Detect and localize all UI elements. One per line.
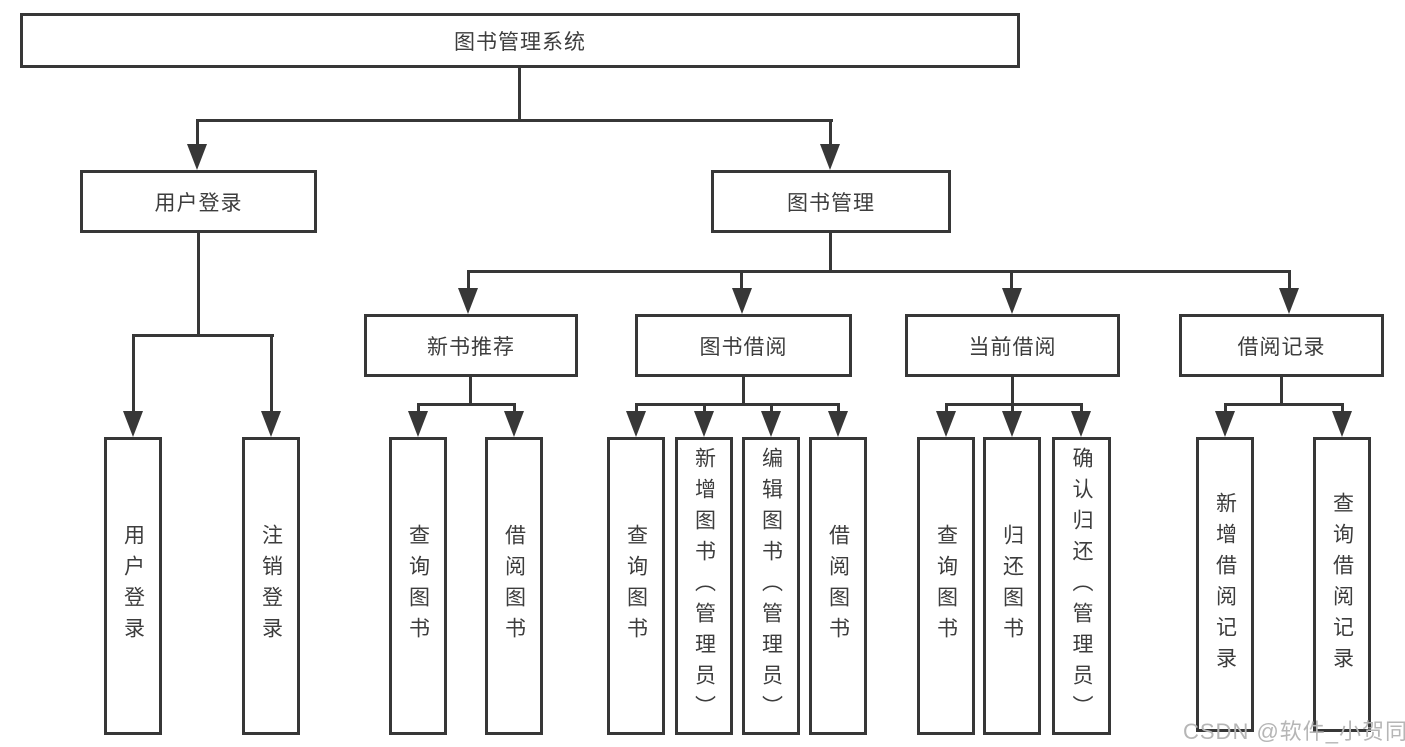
leaf-query-borrow-record: 查询借阅记录: [1313, 437, 1371, 732]
connector-line: [1224, 403, 1344, 406]
leaf-user-login-label: 用户登录: [121, 524, 145, 648]
leaf-add-book-admin: 新增图书（管理员）: [675, 437, 733, 735]
csdn-watermark: CSDN @软件_小贺同学: [1183, 719, 1405, 744]
connector-line: [1224, 403, 1227, 411]
connector-line: [196, 119, 833, 122]
connector-line: [513, 403, 516, 411]
node-current-borrow: 当前借阅: [905, 314, 1120, 377]
connector-line: [837, 403, 840, 411]
node-borrow-record: 借阅记录: [1179, 314, 1384, 377]
connector-line: [1011, 403, 1014, 411]
leaf-query-book-borrow-label: 查询图书: [624, 524, 648, 648]
arrowhead-down-icon: [1002, 288, 1022, 314]
node-new-book-recommend: 新书推荐: [364, 314, 578, 377]
arrowhead-down-icon: [626, 411, 646, 437]
leaf-borrow-book-recommend-label: 借阅图书: [502, 524, 526, 648]
connector-line: [945, 403, 1083, 406]
arrowhead-down-icon: [761, 411, 781, 437]
connector-line: [467, 270, 1291, 273]
leaf-add-borrow-record: 新增借阅记录: [1196, 437, 1254, 732]
connector-line: [829, 233, 832, 273]
connector-line: [132, 334, 135, 411]
connector-line: [1341, 403, 1344, 411]
arrowhead-down-icon: [408, 411, 428, 437]
node-root: 图书管理系统: [20, 13, 1020, 68]
connector-line: [1288, 270, 1291, 288]
node-current-borrow-label: 当前借阅: [968, 335, 1057, 359]
arrowhead-down-icon: [936, 411, 956, 437]
leaf-return-book-label: 归还图书: [1000, 524, 1024, 648]
leaf-user-login: 用户登录: [104, 437, 162, 735]
node-book-borrow-label: 图书借阅: [699, 335, 788, 359]
connector-line: [945, 403, 948, 411]
arrowhead-down-icon: [1215, 411, 1235, 437]
connector-line: [829, 119, 832, 144]
connector-line: [635, 403, 840, 406]
connector-line: [132, 334, 274, 337]
connector-line: [1080, 403, 1083, 411]
connector-line: [703, 403, 706, 411]
leaf-borrow-book-borrow-label: 借阅图书: [826, 524, 850, 648]
connector-line: [270, 334, 273, 411]
arrowhead-down-icon: [504, 411, 524, 437]
node-user-login-label: 用户登录: [154, 191, 243, 215]
connector-line: [417, 403, 516, 406]
leaf-logout-login: 注销登录: [242, 437, 300, 735]
node-book-borrow: 图书借阅: [635, 314, 852, 377]
arrowhead-down-icon: [1002, 411, 1022, 437]
leaf-query-book-borrow: 查询图书: [607, 437, 665, 735]
arrowhead-down-icon: [261, 411, 281, 437]
arrowhead-down-icon: [187, 144, 207, 170]
leaf-add-borrow-record-label: 新增借阅记录: [1213, 491, 1237, 678]
node-book-management-label: 图书管理: [787, 191, 875, 215]
leaf-query-book-recommend-label: 查询图书: [406, 524, 430, 648]
leaf-edit-book-admin: 编辑图书（管理员）: [742, 437, 800, 735]
connector-line: [518, 68, 521, 122]
leaf-query-book-current-label: 查询图书: [934, 524, 958, 648]
connector-line: [1011, 377, 1014, 406]
leaf-borrow-book-recommend: 借阅图书: [485, 437, 543, 735]
connector-line: [1010, 270, 1013, 288]
connector-line: [417, 403, 420, 411]
connector-line: [740, 270, 743, 288]
leaf-query-book-recommend: 查询图书: [389, 437, 447, 735]
arrowhead-down-icon: [694, 411, 714, 437]
node-borrow-record-label: 借阅记录: [1237, 335, 1326, 359]
node-book-management: 图书管理: [711, 170, 951, 233]
node-new-book-recommend-label: 新书推荐: [427, 335, 515, 359]
connector-line: [196, 119, 199, 144]
node-root-label: 图书管理系统: [454, 30, 586, 54]
arrowhead-down-icon: [820, 144, 840, 170]
connector-line: [742, 377, 745, 406]
connector-line: [635, 403, 638, 411]
leaf-borrow-book-borrow: 借阅图书: [809, 437, 867, 735]
arrowhead-down-icon: [1071, 411, 1091, 437]
connector-line: [197, 233, 200, 337]
connector-line: [1280, 377, 1283, 406]
leaf-return-book: 归还图书: [983, 437, 1041, 735]
connector-line: [770, 403, 773, 411]
arrowhead-down-icon: [732, 288, 752, 314]
connector-line: [467, 270, 470, 288]
leaf-confirm-return-admin: 确认归还（管理员）: [1052, 437, 1111, 735]
connector-line: [469, 377, 472, 406]
arrowhead-down-icon: [458, 288, 478, 314]
leaf-query-borrow-record-label: 查询借阅记录: [1330, 491, 1354, 678]
leaf-add-book-admin-label: 新增图书（管理员）: [692, 446, 716, 726]
leaf-edit-book-admin-label: 编辑图书（管理员）: [759, 446, 783, 726]
arrowhead-down-icon: [1279, 288, 1299, 314]
leaf-confirm-return-admin-label: 确认归还（管理员）: [1070, 446, 1093, 726]
node-user-login: 用户登录: [80, 170, 317, 233]
arrowhead-down-icon: [123, 411, 143, 437]
leaf-query-book-current: 查询图书: [917, 437, 975, 735]
arrowhead-down-icon: [828, 411, 848, 437]
arrowhead-down-icon: [1332, 411, 1352, 437]
leaf-logout-login-label: 注销登录: [259, 524, 283, 648]
